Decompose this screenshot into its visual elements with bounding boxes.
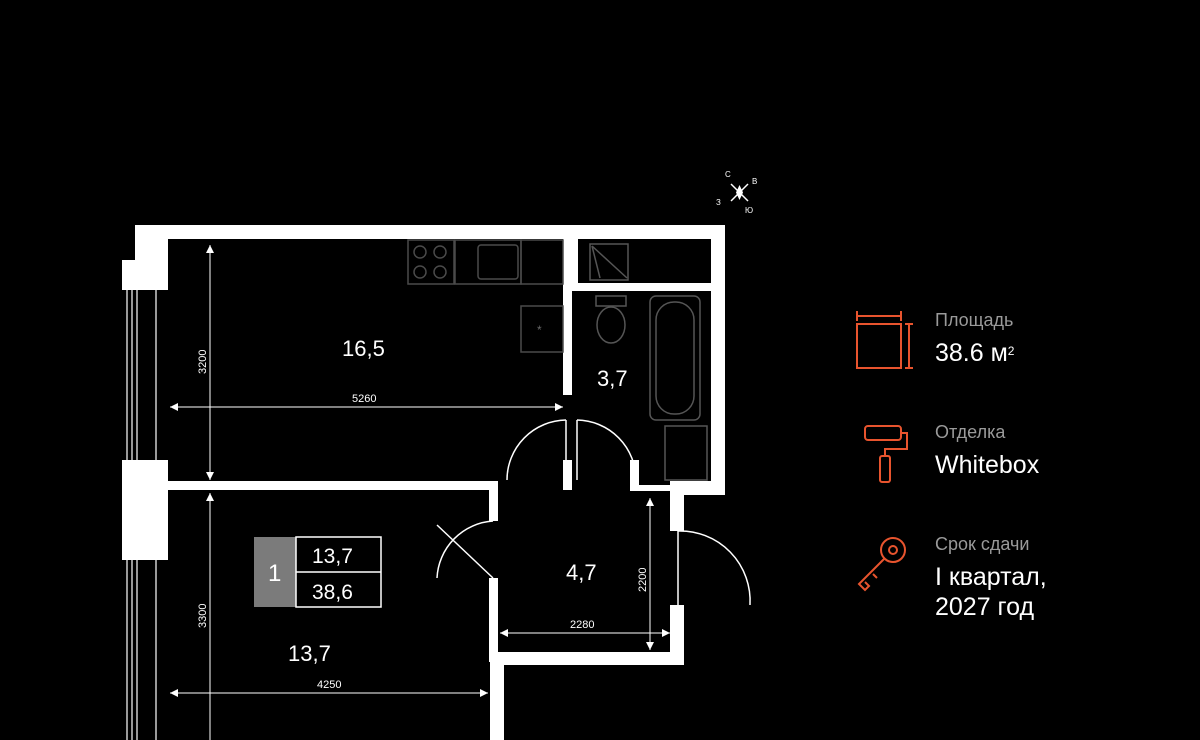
compass-icon: С В Ю З [716,170,757,215]
walls [122,225,725,740]
dim-hall-height: 2200 [637,568,649,592]
badge-living-area: 13,7 [312,545,353,568]
dimension-lines [170,245,670,740]
deadline-line-1: I квартал, [935,563,1047,591]
room-area-kitchen: 16,5 [342,336,385,361]
kitchen-fixtures: * [407,239,564,353]
key-icon [857,537,906,592]
room-count-badge: 1 13,7 38,6 [254,536,382,608]
room-area-bathroom: 3,7 [597,366,628,391]
room-area-hall: 4,7 [566,560,597,585]
dim-kitchen-width: 5260 [352,393,376,405]
dimension-arrows [170,245,670,697]
windows [126,290,157,740]
dim-hall-width: 2280 [570,619,594,631]
bathroom-fixtures [589,243,708,481]
compass-east: В [752,177,757,186]
dim-bedroom-width: 4250 [317,679,341,691]
deadline-label: Срок сдачи [935,534,1030,554]
dim-kitchen-height: 3200 [197,350,209,374]
paint-roller-icon [864,425,908,483]
finish-value: Whitebox [935,451,1040,479]
compass-north: С [725,170,731,179]
dim-bedroom-height: 3300 [197,604,209,628]
badge-total-area: 38,6 [312,581,353,604]
room-area-bedroom: 13,7 [288,641,331,666]
svg-text:*: * [537,323,542,337]
deadline-line-2: 2027 год [935,593,1035,621]
deadline-value: I квартал, 2027 год [935,562,1047,622]
area-label: Площадь [935,310,1014,330]
badge-rooms: 1 [268,560,281,587]
doors [436,419,751,606]
area-value: 38.6 м2 [935,339,1015,367]
finish-label: Отделка [935,422,1006,442]
compass-west: З [716,198,721,207]
compass-south: Ю [745,206,753,215]
area-icon [856,311,913,369]
